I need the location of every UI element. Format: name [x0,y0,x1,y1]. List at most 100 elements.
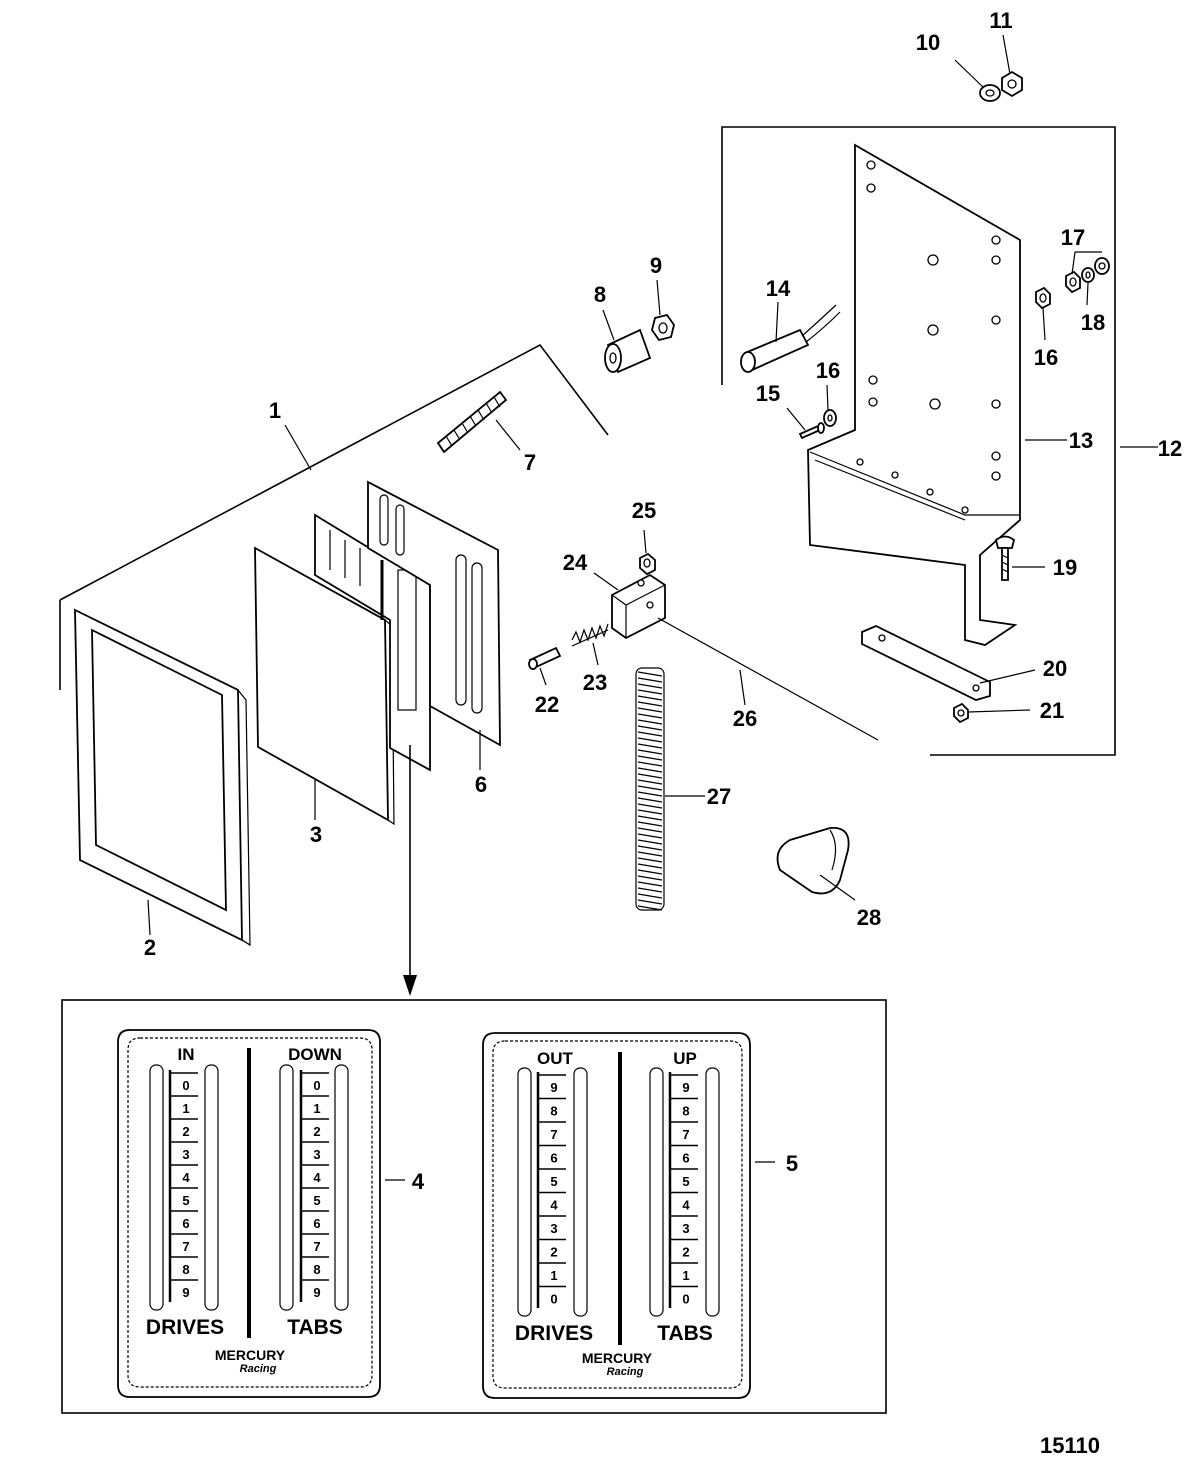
scale-number: 4 [550,1198,558,1213]
callout-4: 4 [412,1169,425,1194]
bolt-19-part [994,535,1016,581]
callout-2: 2 [144,935,156,960]
callout-16-nut: 16 [1034,345,1058,370]
callout-14: 14 [766,276,791,301]
callout-5: 5 [786,1151,798,1176]
decal-4-brand-sub-logo: Racing [240,1363,277,1375]
mounting-bracket-part [807,143,1021,646]
scale-number: 2 [682,1245,689,1260]
scale-number: 7 [313,1239,320,1254]
scale-number: 7 [182,1239,189,1254]
decal-4-brand-logo: MERCURY [215,1347,286,1363]
nut-16-part [1035,286,1051,310]
block-24-part [611,573,666,640]
decal-4-right-top-label: DOWN [288,1045,342,1064]
nut-17b-part [1094,257,1110,275]
callout-21: 21 [1040,698,1064,723]
detail-box [61,999,887,1414]
washer-18-part [1081,267,1095,283]
scale-number: 1 [682,1268,689,1283]
assembly-12-outline [721,126,1116,756]
scale-number: 0 [682,1292,689,1307]
assembly-1-outline [59,343,609,601]
bezel-frame-part [74,608,251,947]
pin-22-part [528,646,562,670]
scale-number: 4 [682,1198,690,1213]
scale-number: 9 [182,1285,189,1300]
callout-8: 8 [594,282,606,307]
scale-number: 2 [550,1245,557,1260]
callout-20: 20 [1043,656,1067,681]
callout-17: 17 [1061,225,1085,250]
scale-number: 5 [313,1193,320,1208]
decal-5-right-bottom-label: TABS [657,1322,713,1345]
knob-cap-28-part [776,827,850,895]
scale-number: 1 [313,1101,320,1116]
scale-number: 3 [550,1221,557,1236]
backing-plate-part [367,480,501,747]
scale-number: 9 [313,1285,320,1300]
scale-number: 3 [682,1221,689,1236]
washer-10-part [979,84,1001,102]
nut-9-part [651,313,675,342]
lockwasher-16-part [823,409,837,427]
scale-number: 1 [182,1101,189,1116]
callout-3: 3 [310,822,322,847]
scale-number: 7 [550,1127,557,1142]
callout-13: 13 [1069,428,1093,453]
scale-number: 6 [550,1151,557,1166]
decal-5-brand-sub-logo: Racing [607,1366,644,1378]
nut-11-part [1001,70,1023,98]
scale-number: 0 [313,1078,320,1093]
scale-number: 2 [182,1124,189,1139]
decal-5-left-top-label: OUT [537,1049,574,1068]
decal-4-left-top-label: IN [178,1045,195,1064]
scale-number: 6 [182,1216,189,1231]
scale-number: 5 [182,1193,189,1208]
scale-number: 0 [182,1078,189,1093]
callout-15: 15 [756,381,780,406]
nut-17-part [1065,270,1081,294]
scale-number: 5 [682,1174,689,1189]
callout-12: 12 [1158,436,1182,461]
spring-27-part [635,667,665,911]
callout-10: 10 [916,30,940,55]
scale-number: 1 [550,1268,557,1283]
callout-16-lockwasher: 16 [816,358,840,383]
scale-number: 8 [313,1262,320,1277]
scale-number: 5 [550,1174,557,1189]
strap-20-part [861,625,991,701]
scale-number: 0 [550,1292,557,1307]
callout-22: 22 [535,692,559,717]
callout-1: 1 [269,398,281,423]
decal-4-right-bottom-label: TABS [287,1316,343,1339]
scale-number: 8 [550,1104,557,1119]
callout-27: 27 [707,784,731,809]
callout-19: 19 [1053,555,1077,580]
scale-number: 4 [313,1170,321,1185]
rod-26-part [657,617,879,741]
detail-arrow [403,745,417,996]
scale-number: 6 [313,1216,320,1231]
scale-number: 2 [313,1124,320,1139]
sensor-part [740,304,841,373]
scale-number: 6 [682,1151,689,1166]
callout-6: 6 [475,772,487,797]
callout-11: 11 [989,8,1012,33]
callout-7: 7 [524,450,536,475]
decal-5-left-bottom-label: DRIVES [515,1322,593,1345]
scale-number: 8 [182,1262,189,1277]
decal-5-right-top-label: UP [673,1049,697,1068]
callout-26: 26 [733,706,757,731]
figure-number: 15110 [1040,1433,1100,1458]
decal-4-left-bottom-label: DRIVES [146,1316,224,1339]
scale-number: 3 [182,1147,189,1162]
nut-21-part [953,702,969,724]
callout-28: 28 [857,905,881,930]
scale-number: 9 [550,1080,557,1095]
callout-23: 23 [583,670,607,695]
callout-24: 24 [563,550,588,575]
